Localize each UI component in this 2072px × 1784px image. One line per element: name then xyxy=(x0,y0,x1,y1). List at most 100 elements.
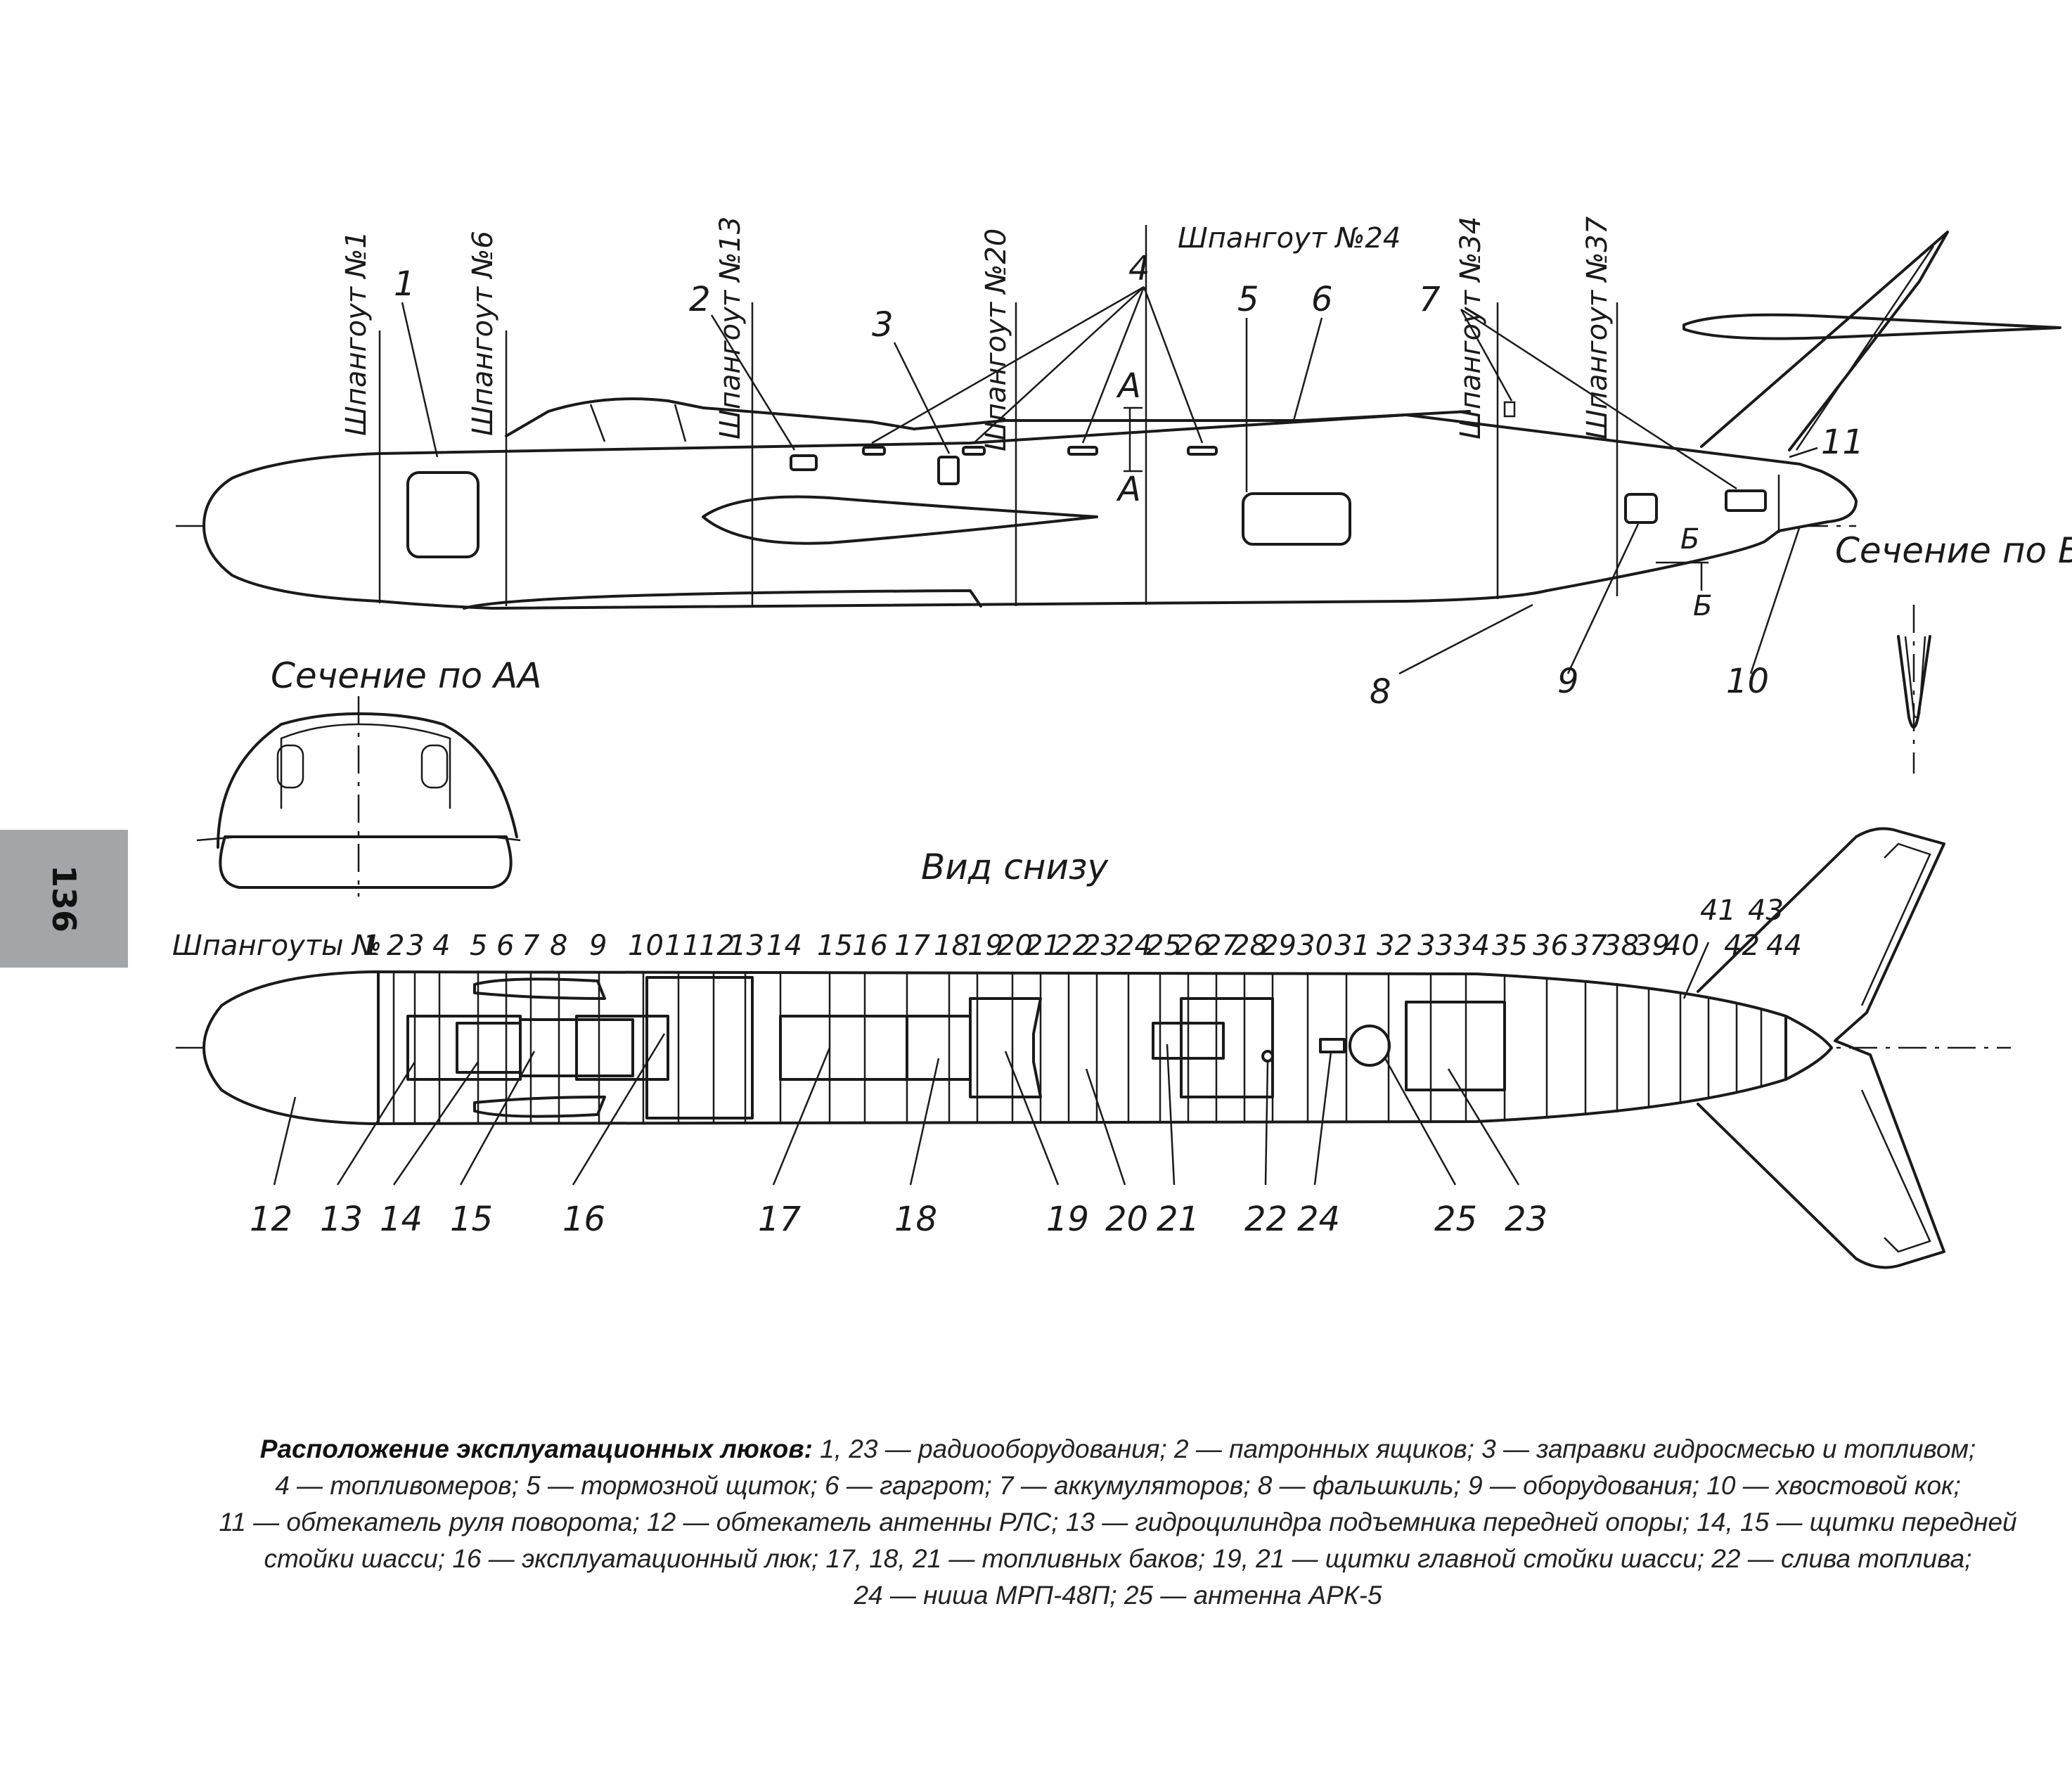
callout-14: 14 xyxy=(380,1200,423,1239)
frame-no-17: 17 xyxy=(894,930,930,962)
leader-41 xyxy=(1682,942,1710,999)
frame-no-6: 6 xyxy=(496,930,514,962)
caption-line-2: 4 — топливомеров; 5 — тормозной щиток; 6… xyxy=(275,1471,1961,1500)
callout-7: 7 xyxy=(1419,280,1441,319)
bottom-view-title: Вид снизу xyxy=(921,847,1109,887)
leader-3 xyxy=(893,342,951,454)
callout-13: 13 xyxy=(320,1200,363,1239)
section-aa-upper-arc xyxy=(217,712,518,849)
frame-no-31: 31 xyxy=(1334,930,1370,962)
canopy xyxy=(505,397,915,437)
frame-no-39: 39 xyxy=(1634,930,1670,962)
hatch-4c xyxy=(1067,446,1098,456)
leader-11 xyxy=(1789,447,1818,458)
callout-19: 19 xyxy=(1046,1200,1089,1239)
leader-24 xyxy=(1313,1051,1332,1186)
panel-16-bay xyxy=(645,976,754,1119)
leader-4b xyxy=(973,286,1145,444)
panel-23 xyxy=(1405,1001,1506,1091)
panel-16 xyxy=(575,1015,669,1081)
fin-rudder-line xyxy=(1795,245,1935,451)
frame-no-35: 35 xyxy=(1492,930,1528,962)
leader-21 xyxy=(1166,1044,1176,1186)
frame-no-37: 37 xyxy=(1571,930,1607,962)
bottom-elevator-lower xyxy=(1860,1089,1931,1253)
dorsal-spine xyxy=(913,410,1471,430)
frame-no-40: 40 xyxy=(1664,930,1699,962)
callout-8: 8 xyxy=(1370,672,1391,712)
page-number-tab: 136 xyxy=(0,830,128,968)
frame-no-30: 30 xyxy=(1297,930,1333,962)
caption-line-3: 11 — обтекатель руля поворота; 12 — обте… xyxy=(219,1508,2017,1536)
callout-6: 6 xyxy=(1311,280,1333,319)
section-aa-title: Сечение по АА xyxy=(271,655,541,696)
caption-line-1: Расположение эксплуатационных люков: 1, … xyxy=(162,1431,2072,1468)
frame-no-38: 38 xyxy=(1603,930,1639,962)
panel-19 xyxy=(969,997,1042,1098)
section-mark-b-bottom: Б xyxy=(1693,590,1712,622)
leader-6 xyxy=(1292,317,1323,421)
frame-no-32: 32 xyxy=(1377,930,1413,962)
frame-no-21: 21 xyxy=(1025,930,1061,962)
frame-label-34: Шпангоут №34 xyxy=(1455,217,1487,439)
section-mark-b-top: Б xyxy=(1680,523,1699,556)
frame-no-2: 2 xyxy=(387,930,404,962)
frame-no-12: 12 xyxy=(699,930,735,962)
panel-21 xyxy=(1152,1022,1225,1060)
section-aa: Сечение по АА xyxy=(196,655,541,897)
frames-label: Шпангоуты № xyxy=(172,930,382,962)
caption-line-5: 24 — ниша МРП-48П; 25 — антенна АРК-5 xyxy=(854,1581,1382,1610)
leader-1 xyxy=(401,302,439,458)
leader-4d xyxy=(1143,286,1204,444)
vertical-fin xyxy=(1700,231,1949,451)
bottom-view: Вид снизу Шпангоуты № xyxy=(172,827,2011,1269)
callout-12: 12 xyxy=(250,1200,292,1239)
leader-15 xyxy=(459,1051,536,1186)
frame-no-11: 11 xyxy=(664,930,700,962)
section-aa-fitting-right xyxy=(491,835,521,842)
leader-4c xyxy=(1081,286,1145,444)
callout-23: 23 xyxy=(1505,1200,1547,1239)
frame-no-24: 24 xyxy=(1117,930,1152,962)
callout-22: 22 xyxy=(1244,1200,1287,1239)
frame-no-26: 26 xyxy=(1176,930,1211,962)
section-aa-fitting-left xyxy=(196,835,240,842)
drain-22 xyxy=(1261,1050,1274,1063)
callout-5: 5 xyxy=(1237,280,1259,319)
frame-no-41: 41 xyxy=(1700,894,1736,927)
caption-line-4: стойки шасси; 16 — эксплуатационный люк;… xyxy=(264,1544,1972,1573)
hatch-4b xyxy=(962,446,986,456)
hatch-9 xyxy=(1624,493,1658,524)
canopy-frame-a xyxy=(589,404,606,442)
leader-22 xyxy=(1264,1061,1269,1186)
niche-24 xyxy=(1319,1038,1346,1053)
leader-4a xyxy=(871,285,1145,444)
frame-no-34: 34 xyxy=(1454,930,1490,962)
frame-no-27: 27 xyxy=(1204,930,1240,962)
callout-18: 18 xyxy=(894,1200,937,1239)
bottom-callouts: 12 13 14 15 16 17 18 19 20 21 22 24 25 2… xyxy=(250,1200,1547,1239)
hatch-7-cap xyxy=(1503,401,1516,418)
leader-12 xyxy=(273,1096,297,1186)
panel-20 xyxy=(1180,997,1274,1098)
frame-label-37: Шпангоут №37 xyxy=(1581,216,1614,439)
hatch-4a xyxy=(862,446,886,456)
callout-3: 3 xyxy=(872,305,894,345)
leader-19 xyxy=(1004,1051,1060,1186)
frame-no-3: 3 xyxy=(406,930,424,962)
callout-25: 25 xyxy=(1434,1200,1477,1239)
frame-no-1: 1 xyxy=(363,930,380,962)
leader-20 xyxy=(1085,1068,1126,1186)
air-intake xyxy=(702,495,1098,545)
frame-label-1: Шпангоут №1 xyxy=(340,231,373,436)
section-mark-a-top: А xyxy=(1116,366,1141,406)
section-aa-lower-body xyxy=(219,835,513,889)
bottom-elevator-upper xyxy=(1860,842,1931,1006)
section-bb-title: Сечение по ББ xyxy=(1835,530,2072,571)
frame-no-5: 5 xyxy=(470,930,487,962)
callout-17: 17 xyxy=(758,1200,802,1239)
ventral-pod xyxy=(463,589,982,610)
frame-no-43: 43 xyxy=(1748,894,1784,927)
frame-no-22: 22 xyxy=(1055,930,1090,962)
